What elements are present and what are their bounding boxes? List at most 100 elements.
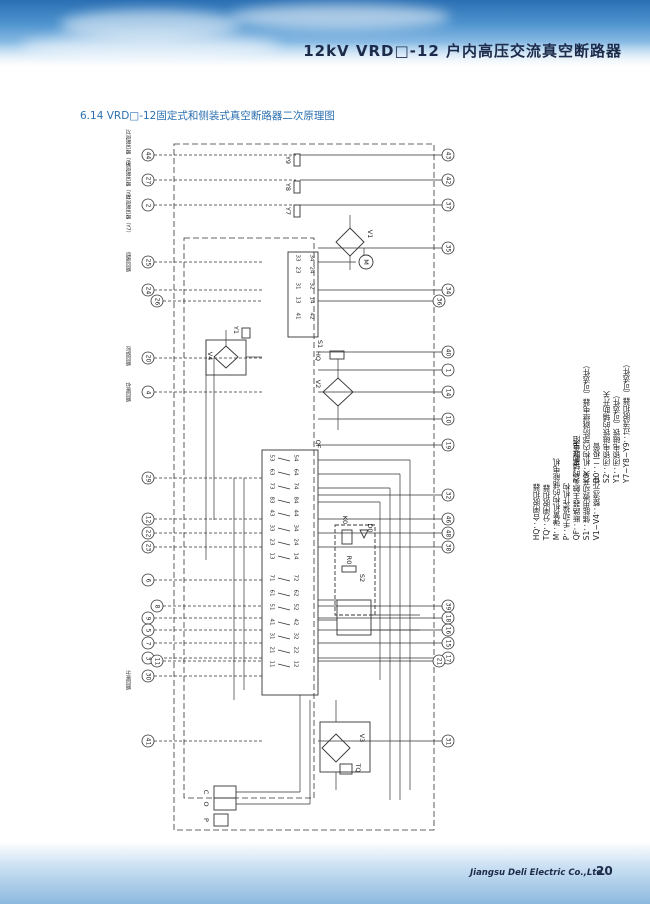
left-terminal-label: 25 [145, 259, 152, 267]
right-terminal-label: 46 [445, 516, 452, 524]
circuit-label: 过流脱扣器（Y7） [125, 194, 132, 235]
qf-contact-right: 42 [293, 619, 299, 626]
qf-contact-left: 51 [269, 604, 275, 611]
qf-contact-left: 61 [269, 590, 275, 597]
qf-contact-left: 31 [269, 633, 275, 640]
coil-tq [339, 763, 353, 775]
qf-contact-right: 64 [293, 469, 299, 476]
component-label-o: O [202, 801, 210, 806]
component-label-hq: HQ [314, 351, 322, 361]
right-terminal [441, 488, 455, 502]
right-terminal [432, 294, 446, 308]
left-terminal [141, 255, 155, 269]
switch-s1-block [287, 251, 319, 338]
qf-contact-right: 84 [293, 497, 299, 504]
left-terminal [150, 654, 164, 668]
right-terminal [441, 734, 455, 748]
left-terminal [141, 385, 155, 399]
left-terminal-label: 4 [145, 391, 152, 395]
left-terminal-label: 9 [145, 617, 152, 621]
bridge-v4 [213, 345, 239, 369]
s1-contact-left: 31 [295, 283, 301, 290]
qf-contact-right: 14 [293, 553, 299, 560]
component-label-m: M [362, 259, 370, 265]
left-terminal [141, 198, 155, 212]
right-terminal-label: 37 [445, 202, 452, 210]
right-terminal-label: 35 [445, 245, 452, 253]
left-terminal [141, 471, 155, 485]
qf-contact-left: 33 [269, 525, 275, 532]
diode-d0 [359, 529, 369, 540]
qf-contact-left: 43 [269, 510, 275, 517]
bridge-v4-box [205, 339, 247, 376]
qf-contact-right: 52 [293, 604, 299, 611]
right-terminal-label: 10 [445, 416, 452, 424]
mechanism-frame [183, 237, 315, 799]
left-terminal-label: 5 [145, 629, 152, 633]
right-terminal-label: 38 [445, 544, 452, 552]
page-number: 20 [596, 864, 613, 878]
right-terminal [441, 512, 455, 526]
circuit-label: 过流脱扣器（Y9） [125, 129, 132, 170]
left-terminal-label: 41 [145, 738, 152, 746]
right-terminal [441, 363, 455, 377]
left-terminal-label: 24 [145, 287, 152, 295]
right-terminal [441, 540, 455, 554]
manual-p [213, 813, 229, 827]
coil-y7 [293, 204, 301, 218]
component-label-r0: R0 [345, 556, 353, 565]
circuit-label: 合闸回路 [125, 382, 132, 402]
component-label-y8: Y8 [284, 182, 292, 191]
manual-o [213, 797, 237, 811]
qf-contact-right: 12 [293, 661, 299, 668]
legend-item: Y1：闭锁电磁铁（可选件） [612, 391, 621, 484]
s1-contact-right: 14 [309, 297, 315, 304]
left-terminal [141, 636, 155, 650]
component-label-s2: S2 [358, 574, 366, 582]
right-terminal-label: 43 [445, 152, 452, 160]
left-terminal [141, 351, 155, 365]
left-terminal [150, 599, 164, 613]
left-terminal [141, 173, 155, 187]
component-label-y1: Y1 [232, 325, 240, 334]
page-footer [0, 842, 650, 904]
right-terminal-label: 48 [445, 530, 452, 538]
left-terminal [141, 512, 155, 526]
right-terminal [441, 526, 455, 540]
left-terminal-label: 44 [145, 152, 152, 160]
legend-item: D0：二极管 [592, 442, 601, 484]
left-terminal [141, 540, 155, 554]
aux-switch-qf [261, 449, 319, 696]
s1-contact-right: 32 [309, 283, 315, 290]
left-terminal-label: 2 [145, 204, 152, 208]
component-label-d0: D0 [366, 523, 374, 532]
component-label-v4: V4 [206, 352, 214, 361]
right-terminal-label: 15 [445, 640, 452, 648]
left-terminal [141, 623, 155, 637]
left-terminal [141, 526, 155, 540]
legend-item: Y7~Y8~Y9：过流脱扣器（可选件） [622, 360, 631, 484]
right-terminal [441, 173, 455, 187]
component-label-y9: Y9 [284, 155, 292, 164]
legend-item: M：弹簧机构的储能电机 [552, 458, 561, 541]
right-terminal [441, 198, 455, 212]
resistor-r0 [341, 565, 357, 573]
right-terminal [441, 636, 455, 650]
qf-contact-right: 54 [293, 455, 299, 462]
right-terminal-label: 42 [445, 177, 452, 185]
right-terminal [441, 438, 455, 452]
relay-k0 [341, 529, 353, 545]
qf-contact-left: 11 [269, 661, 275, 668]
coil-y9 [293, 153, 301, 167]
component-label-tq: TQ [354, 762, 362, 772]
component-label-v3: V3 [358, 734, 366, 743]
legend-item: HQ：合闸脱扣器 [532, 483, 541, 541]
outer-frame [173, 143, 435, 831]
right-terminal [441, 283, 455, 297]
component-label-v2: V2 [314, 380, 322, 389]
s1-contact-left: 13 [295, 297, 301, 304]
legend-item: K0：机构内部防跳继电器（可选件） [582, 360, 591, 484]
left-terminal-label: 12 [145, 516, 152, 524]
qf-contact-right: 44 [293, 510, 299, 517]
